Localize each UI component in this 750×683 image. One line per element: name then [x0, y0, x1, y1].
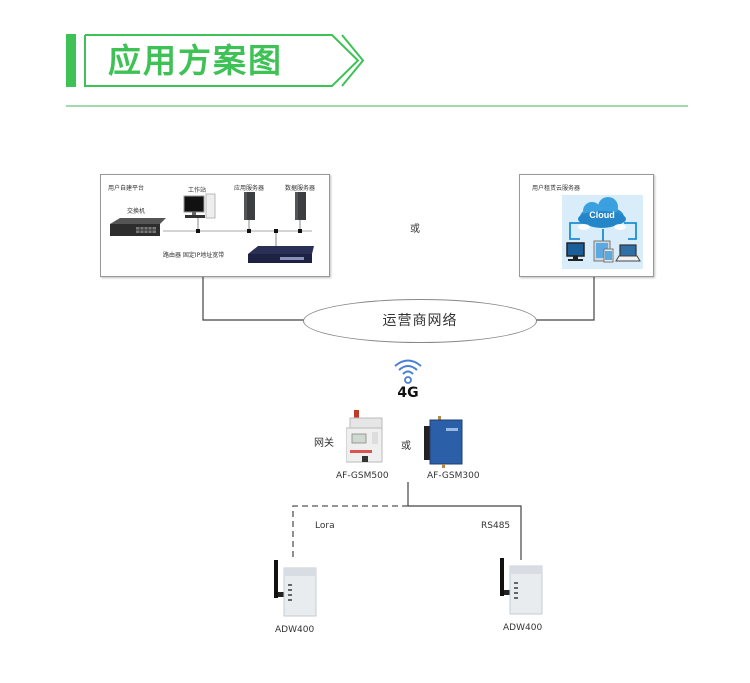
title-divider — [66, 105, 688, 107]
app-server-icon — [244, 192, 255, 233]
adw400-right-label: ADW400 — [503, 623, 543, 633]
wifi-signal-icon — [394, 359, 422, 384]
cloud-icon: Cloud — [578, 197, 626, 230]
line-rs485 — [408, 505, 522, 560]
self-built-network-graphic — [110, 192, 314, 263]
carrier-network-label: 运营商网络 — [382, 313, 458, 329]
adw400-meter-left — [274, 560, 317, 617]
antenna-icon — [274, 560, 278, 598]
af-gsm500-label: AF-GSM500 — [336, 471, 389, 481]
af-gsm300-label: AF-GSM300 — [427, 471, 480, 481]
switch-label: 交换机 — [127, 208, 146, 215]
adw400-meter-right — [500, 558, 543, 615]
adw400-left-label: ADW400 — [275, 625, 315, 635]
tablet-icon — [593, 240, 614, 263]
workstation-label: 工作站 — [188, 187, 207, 194]
cloud-label: Cloud — [589, 210, 615, 220]
router-icon — [248, 229, 314, 263]
antenna-icon — [438, 416, 441, 422]
af-gsm300-device — [424, 416, 463, 468]
laptop-icon — [615, 244, 641, 262]
rs485-link-label: RS485 — [481, 521, 511, 531]
cloud-graphic: Cloud — [566, 197, 641, 263]
desktop-icon — [566, 242, 585, 261]
antenna-icon — [500, 558, 504, 596]
af-gsm500-device — [346, 410, 383, 463]
title-frame — [84, 34, 364, 87]
switch-icon — [110, 218, 166, 236]
gateway-label: 网关 — [314, 438, 334, 449]
cloud-server-title: 用户租赁云服务器 — [532, 185, 581, 192]
or-label-gateway: 或 — [401, 441, 411, 452]
self-built-platform-title: 用户自建平台 — [108, 185, 145, 192]
or-label-top: 或 — [410, 224, 420, 235]
db-server-icon — [295, 192, 306, 233]
router-label: 路由器 固定IP地址宽带 — [163, 252, 225, 259]
db-server-label: 数据服务器 — [285, 185, 316, 192]
title-accent-bar — [66, 34, 76, 87]
line-right-to-network — [535, 275, 595, 321]
line-left-to-network — [202, 275, 304, 321]
workstation-icon — [183, 193, 216, 233]
app-server-label: 应用服务器 — [234, 185, 265, 192]
chevron-right-icon — [341, 34, 364, 87]
line-lora — [292, 505, 408, 558]
lora-link-label: Lora — [315, 521, 335, 531]
carrier-network-ellipse — [303, 299, 537, 343]
page-title: 应用方案图 — [108, 41, 283, 80]
4g-label: 4G — [397, 385, 419, 401]
antenna-icon — [354, 410, 359, 420]
